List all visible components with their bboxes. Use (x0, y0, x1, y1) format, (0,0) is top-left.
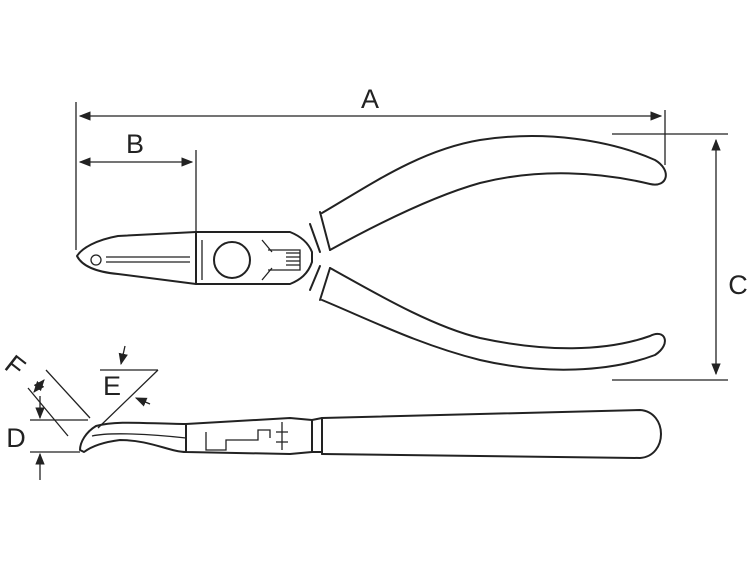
dimension-d: D (6, 396, 88, 480)
pliers-top-view (76, 135, 667, 371)
side-bent-tip (79, 421, 187, 453)
dimension-a: A (75, 84, 666, 250)
lower-handle (321, 267, 666, 371)
pivot-rivet (213, 241, 251, 279)
dimension-c: C (612, 133, 748, 381)
side-tip-seam (91, 433, 187, 439)
dimension-b: B (78, 129, 197, 232)
jaws (76, 231, 197, 285)
jaw-seam (106, 256, 190, 263)
dimension-label-c: C (728, 270, 748, 300)
side-joint-step (205, 422, 288, 451)
side-joint (185, 417, 313, 455)
pliers-side-view (79, 409, 662, 459)
dimension-label-d: D (6, 423, 26, 453)
dimension-label-b: B (126, 129, 144, 159)
dimension-label-f: F (0, 349, 31, 383)
dimension-label-a: A (361, 84, 379, 114)
spring-detail (268, 249, 301, 271)
lower-handle-collar (309, 265, 331, 301)
side-handle (321, 409, 662, 459)
upper-handle (321, 135, 667, 251)
joint-body (195, 231, 313, 285)
dimension-label-e: E (103, 371, 121, 401)
upper-handle-collar (309, 211, 331, 253)
dimension-e: E (97, 345, 159, 429)
joint-inner-line (201, 239, 273, 281)
jaw-tip-hole (90, 254, 102, 266)
side-ferrule (311, 417, 323, 455)
